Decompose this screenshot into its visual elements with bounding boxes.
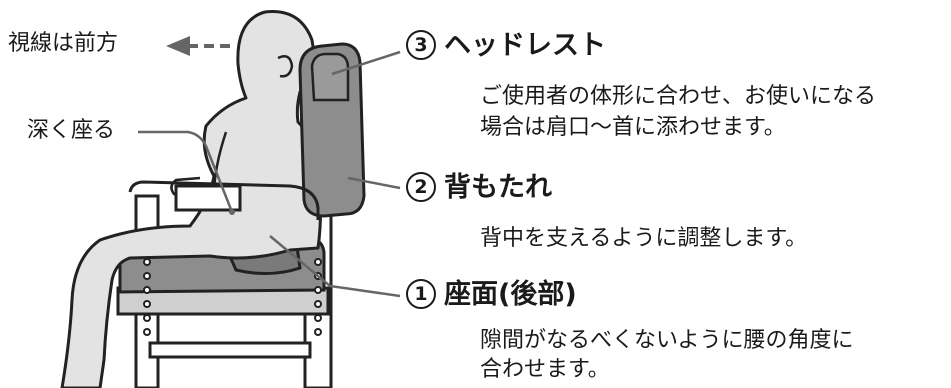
- callout-backrest-title: 2 背もたれ: [406, 172, 552, 203]
- frame-holes-left: [143, 258, 151, 336]
- callout-number-2: 2: [406, 172, 436, 202]
- callout-title: 背もたれ: [444, 172, 552, 203]
- callout-number-1: 1: [406, 279, 436, 309]
- callout-title: 座面(後部): [444, 279, 577, 310]
- chair-crossbar: [148, 341, 312, 359]
- leader-sit-deep: [138, 130, 234, 213]
- gaze-arrow: [166, 36, 230, 56]
- leader-headrest: [331, 50, 401, 76]
- callout-title: ヘッドレスト: [444, 30, 606, 61]
- callout-seat-desc-line-2: 合わせます。: [480, 357, 610, 382]
- gaze-label: 視線は前方: [8, 31, 119, 56]
- headrest: [310, 52, 350, 102]
- callout-number-3: 3: [406, 30, 436, 60]
- leader-sit-deep-dot: [229, 209, 235, 215]
- leader-backrest: [347, 176, 401, 190]
- person-figure: [60, 10, 323, 388]
- callout-headrest-desc-line-1: ご使用者の体形に合わせ、お使いになる: [480, 84, 877, 109]
- callout-headrest-title: 3 ヘッドレスト: [406, 30, 606, 61]
- callout-headrest-desc-line-2: 場合は肩口〜首に添わせます。: [480, 115, 786, 140]
- sit-deep-label: 深く座る: [27, 118, 116, 143]
- leader-seat: [269, 235, 401, 298]
- callout-seat-desc-line-1: 隙間がなるべくないように腰の角度に: [480, 328, 854, 353]
- frame-holes-right: [314, 258, 322, 336]
- callout-backrest-desc-line-1: 背中を支えるように調整します。: [480, 226, 808, 251]
- callout-seat-title: 1 座面(後部): [406, 279, 577, 310]
- person-ear: [277, 55, 294, 78]
- armrest-bar: [128, 180, 320, 220]
